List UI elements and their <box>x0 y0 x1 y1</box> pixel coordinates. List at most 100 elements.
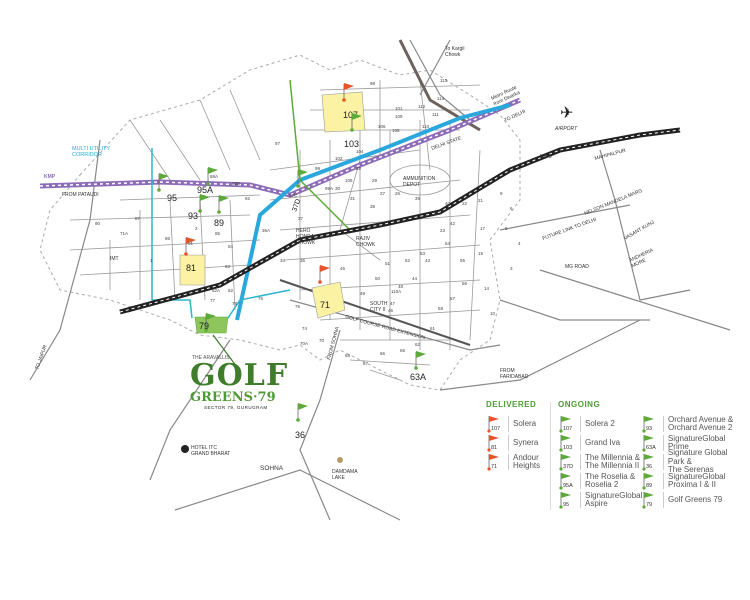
project-sector-label: 81 <box>186 263 196 273</box>
flag-icon: 36 <box>641 452 659 472</box>
label-from-sohna: FROM SOHNA <box>326 326 341 361</box>
sector-label: 22 <box>462 201 468 206</box>
flag-icon: 79 <box>641 490 659 510</box>
legend-label: Solera 2 <box>585 418 615 428</box>
arrow-to-logo <box>212 334 238 368</box>
flag-icon: 93 <box>641 414 659 434</box>
sector-label: 25 <box>433 211 439 216</box>
sector-label: 90 <box>95 221 101 226</box>
label-nelson: NELSON MANDELA MARG <box>584 188 644 217</box>
sector-label: 55 <box>460 258 466 263</box>
hotel-icon <box>181 445 189 453</box>
flag-icon: 95A <box>558 471 576 491</box>
project-marker-81[interactable]: 81 <box>184 237 196 273</box>
sector-label: 58 <box>438 306 444 311</box>
sector-label: 74 <box>302 326 308 331</box>
project-marker-93[interactable]: 93 <box>188 194 210 221</box>
flag-icon <box>344 83 354 90</box>
project-marker-95A[interactable]: 95A <box>197 167 218 195</box>
flag-icon <box>320 265 330 272</box>
sector-label: 110A <box>391 289 401 294</box>
legend-label: SignatureGlobal Proxima I & II <box>668 471 726 489</box>
ambience-road <box>398 39 481 132</box>
sector-label: 6 <box>510 206 513 211</box>
airplane-icon: ✈ <box>560 105 573 122</box>
legend-separator <box>580 492 581 508</box>
legend-label: The Roselia & Roselia 2 <box>585 471 636 489</box>
sector-label: 30 <box>335 186 341 191</box>
project-marker-95[interactable]: 95 <box>157 173 177 203</box>
flag-icon <box>159 173 169 180</box>
sector-label: 86 <box>165 236 171 241</box>
legend-item: 107 Solera 2 <box>558 414 615 434</box>
legend-separator <box>663 492 664 508</box>
flag-icon <box>298 169 308 176</box>
project-marker-71[interactable]: 71 <box>318 265 330 310</box>
label-kmp: KMP <box>44 174 56 180</box>
legend-label: Synera <box>513 437 539 447</box>
legend-label: Signature Global Park & The Serenas <box>667 448 728 475</box>
flag-icon: 103 <box>558 433 576 453</box>
sector-label: 110 <box>422 124 430 129</box>
sector-label: 82A <box>212 288 220 293</box>
project-marker-103[interactable]: 103 <box>344 113 362 149</box>
green-road <box>289 79 351 231</box>
sector-label: 67 <box>363 361 369 366</box>
project-marker-37D[interactable]: 37D <box>291 169 308 213</box>
plot-81 <box>179 254 206 286</box>
legend-label: The Millennia & The Millennia II <box>585 452 641 470</box>
sector-label: 97 <box>275 141 281 146</box>
project-marker-36[interactable]: 36 <box>295 403 308 440</box>
flag-icon: 107 <box>486 414 504 434</box>
legend-sector: 107 <box>563 426 573 432</box>
legend-sector: 37D <box>563 464 574 470</box>
project-marker-79[interactable]: 79 <box>199 313 216 332</box>
project-sector-label: 37D <box>291 198 302 212</box>
damdama-icon <box>337 457 343 463</box>
legend-sector: 107 <box>491 426 501 432</box>
flag-pin <box>414 366 418 370</box>
sector-label: 51 <box>385 261 391 266</box>
label-vasant-kunj: VASANT KUNJ <box>623 219 656 241</box>
legend-sector: 79 <box>646 502 653 508</box>
legend-label: Andour Heights <box>513 452 541 470</box>
label-to-delhi-top: TO DELHI <box>503 109 526 124</box>
sector-label: 4 <box>518 241 521 246</box>
sector-label: 78 <box>232 301 238 306</box>
sector-label: 1 <box>150 258 153 263</box>
project-marker-89[interactable]: 89 <box>214 195 229 228</box>
legend-delivered-title: DELIVERED <box>486 400 537 409</box>
legend-separator <box>508 454 509 470</box>
city-boundary <box>39 54 521 391</box>
label-sohna: SOHNA <box>260 465 284 472</box>
flag-icon: 95 <box>558 490 576 510</box>
flag-icon <box>208 167 218 174</box>
project-marker-63A[interactable]: 63A <box>410 351 426 382</box>
flag-icon <box>352 113 362 120</box>
legend-label: SignatureGlobal Aspire <box>585 490 643 508</box>
legend-sector: 93 <box>646 426 653 432</box>
sector-label: 40 <box>445 201 451 206</box>
sector-label: 87 <box>135 216 141 221</box>
major-roads <box>29 39 731 521</box>
sector-label: 31 <box>350 196 356 201</box>
project-marker-107[interactable]: 107 <box>342 83 358 120</box>
legend-label: SignatureGlobal Prime <box>667 433 726 451</box>
sector-label: 34 <box>280 258 286 263</box>
dwarka-expressway <box>235 103 511 321</box>
sector-label: 26 <box>395 191 401 196</box>
sector-label: 38 <box>370 204 376 209</box>
plot-79 <box>194 316 229 334</box>
multi-utility-corridor <box>151 148 291 319</box>
label-from-pataudi: FROM PATAUDI <box>62 192 99 198</box>
